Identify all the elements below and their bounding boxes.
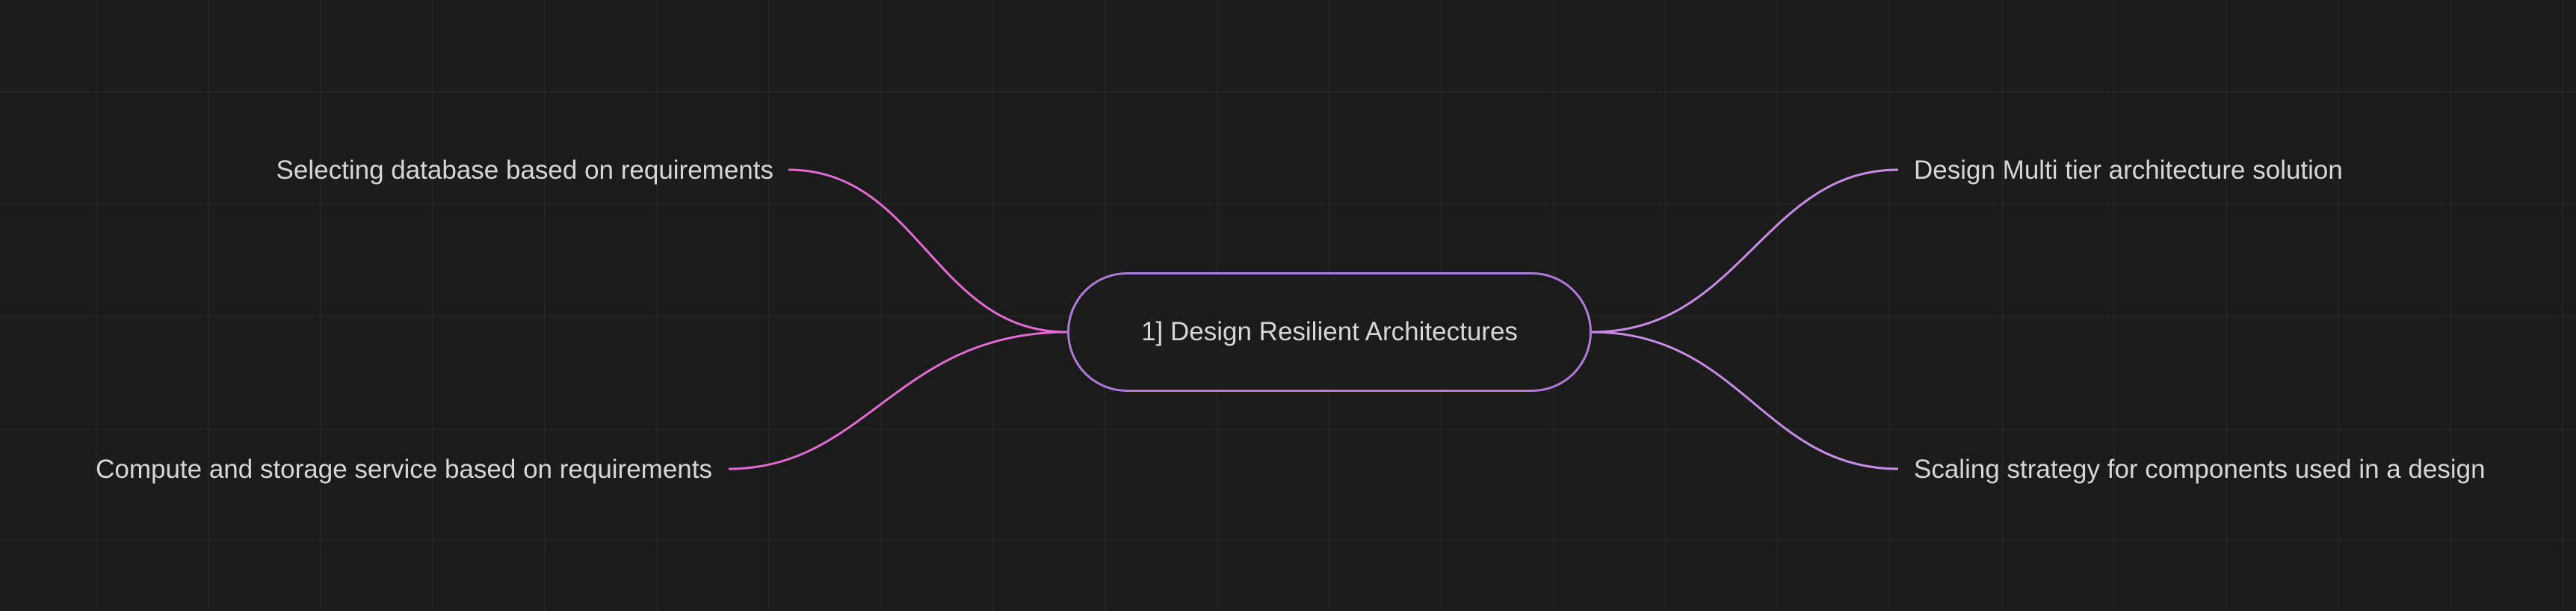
branch-label: Selecting database based on requirements: [276, 156, 773, 185]
branch-node-selecting-database[interactable]: Selecting database based on requirements: [277, 156, 773, 185]
branch-label: Compute and storage service based on req…: [96, 455, 712, 484]
connector-left-bottom: [728, 331, 1068, 470]
connector-right-top: [1591, 168, 1899, 334]
branch-node-compute-storage[interactable]: Compute and storage service based on req…: [96, 455, 712, 485]
connector-right-bottom: [1591, 331, 1899, 470]
root-node-label: 1] Design Resilient Architectures: [1141, 317, 1518, 346]
root-node[interactable]: 1] Design Resilient Architectures: [1067, 272, 1592, 392]
branch-node-multi-tier[interactable]: Design Multi tier architecture solution: [1914, 156, 2343, 185]
branch-label: Scaling strategy for components used in …: [1914, 455, 2486, 484]
branch-node-scaling-strategy[interactable]: Scaling strategy for components used in …: [1914, 455, 2486, 485]
connector-left-top: [788, 168, 1068, 334]
branch-label: Design Multi tier architecture solution: [1914, 156, 2343, 185]
